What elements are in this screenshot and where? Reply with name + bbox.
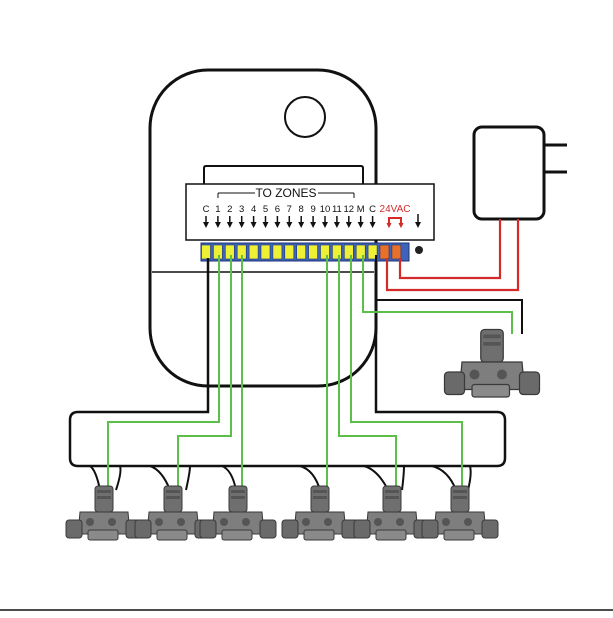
terminal-label: 9 <box>310 204 315 215</box>
zone-terminal <box>297 245 306 259</box>
indicator-light <box>415 246 423 254</box>
terminal-label: C <box>369 204 376 215</box>
terminal-label: 10 <box>320 204 331 215</box>
terminal-label: M <box>357 204 365 215</box>
zone-terminal <box>202 245 211 259</box>
terminal-label: 1 <box>215 204 220 215</box>
terminal-label: 6 <box>275 204 280 215</box>
power-terminal <box>380 245 389 259</box>
power-label: 24VAC <box>380 204 411 215</box>
power-terminal <box>392 245 401 259</box>
zone-terminal <box>249 245 258 259</box>
terminal-label: 7 <box>287 204 292 215</box>
zone-terminal <box>321 245 330 259</box>
terminal-label: 3 <box>239 204 244 215</box>
zone-valve-icon <box>282 486 358 540</box>
master-valve-wire <box>363 255 512 334</box>
zone-terminal <box>225 245 234 259</box>
zone-terminal <box>261 245 270 259</box>
terminal-label: C <box>203 204 210 215</box>
zone-valves <box>66 486 498 540</box>
zones-header-label: TO ZONES <box>255 186 316 200</box>
terminal-label: 8 <box>299 204 304 215</box>
zone-valve-icon <box>66 486 142 540</box>
zone-terminal <box>273 245 282 259</box>
zone-terminal <box>332 245 341 259</box>
zone-valve-icon <box>354 486 430 540</box>
common-wires <box>90 466 471 490</box>
zone-terminal <box>285 245 294 259</box>
power-adapter-icon <box>474 127 544 219</box>
terminal-label: 12 <box>344 204 355 215</box>
zone-terminal <box>213 245 222 259</box>
zone-valve-icon <box>200 486 276 540</box>
zone-terminal <box>309 245 318 259</box>
controller-knob-icon[interactable] <box>285 97 325 137</box>
terminal-label: 4 <box>251 204 256 215</box>
terminal-label: 2 <box>227 204 232 215</box>
master-valve-icon <box>445 330 540 398</box>
terminal-label: 5 <box>263 204 268 215</box>
zone-valve-icon <box>422 486 498 540</box>
terminal-label: 11 <box>332 204 342 215</box>
